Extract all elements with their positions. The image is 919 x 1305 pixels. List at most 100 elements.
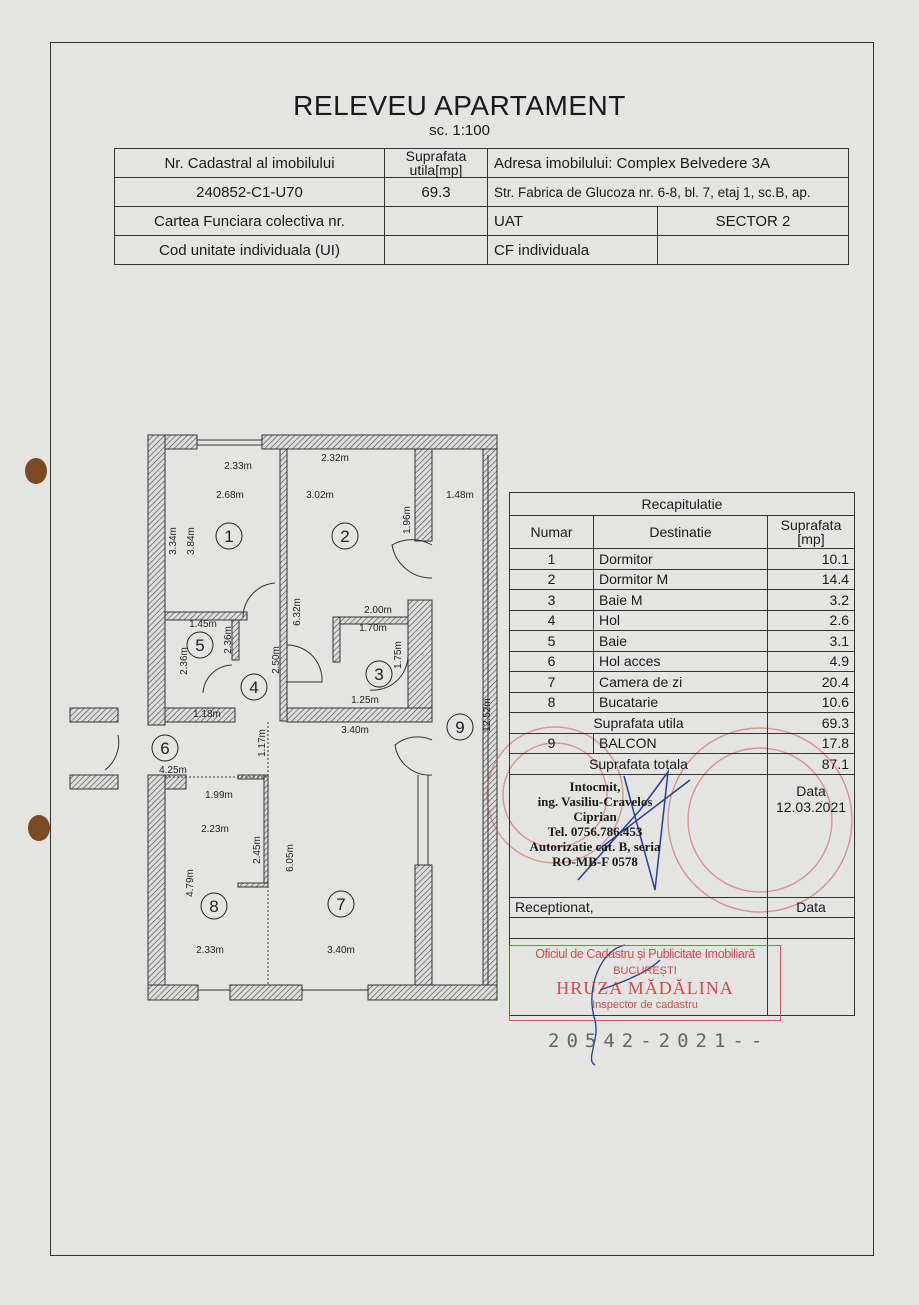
dimension-label: 1.17m [257, 729, 268, 757]
author-phone: Tel. 0756.786.453 [547, 823, 643, 839]
document-title: RELEVEU APARTAMENT [293, 90, 626, 121]
page-border [50, 42, 874, 1256]
room-circle [365, 660, 393, 688]
author-name: ing. Vasiliu-Cravelos [537, 793, 653, 809]
dimension-label: 2.36m [179, 647, 190, 675]
date-value: 12.03.2021 [775, 798, 847, 815]
dimension-label: 2.33m [196, 945, 224, 956]
dimension-label: 2.45m [252, 836, 263, 864]
cadastral-number: 240852-C1-U70 [114, 177, 385, 207]
balcony-destination: BALCON [593, 732, 768, 754]
ocpi-inspector-name: HRUZA MĂDĂLINA [556, 978, 734, 998]
author-name: Ciprian [573, 808, 617, 824]
ui-code-label: Cod unitate individuala (UI) [114, 235, 385, 265]
cf-collective-label: Cartea Funciara colectiva nr. [114, 206, 385, 236]
room-circle [446, 713, 474, 741]
cf-individual-value [657, 235, 849, 265]
room-circle [186, 631, 214, 659]
col-number: Numar [509, 515, 594, 549]
dimension-label: 1.75m [393, 641, 404, 669]
dimension-label: 1.45m [189, 619, 217, 630]
room-number: 8 [509, 691, 594, 713]
room-area: 20.4 [767, 671, 855, 693]
date-label: Data [796, 782, 826, 799]
dimension-label: 6.32m [292, 598, 303, 626]
received-date-label: Data [767, 896, 855, 918]
room-number-label: 8 [209, 897, 218, 916]
room-number-label: 7 [336, 895, 345, 914]
address-label: Adresa imobilului: Complex Belvedere 3A [487, 148, 849, 178]
dimension-label: 2.68m [216, 490, 244, 501]
dimension-label: 1.96m [402, 506, 413, 534]
received-label: Receptionat, [509, 896, 768, 918]
room-number: 1 [509, 548, 594, 570]
author-block: Intocmit, ing. Vasiliu-Cravelos Ciprian … [509, 773, 768, 898]
ocpi-city: BUCUREȘTI [613, 965, 677, 977]
author-authorization: Autorizatie cat. B, seria [529, 838, 661, 854]
author-authorization: RO-MB-F 0578 [552, 853, 638, 869]
room-destination: Bucatarie [593, 691, 768, 713]
col-surface: Suprafata [mp] [767, 515, 855, 549]
dimension-label: 2.23m [201, 824, 229, 835]
ocpi-stamp: Oficiul de Cadastru și Publicitate Imobi… [509, 945, 781, 1021]
dimension-label: 2.00m [364, 605, 392, 616]
useful-label: Suprafata utila [509, 712, 768, 734]
surface-value: 69.3 [384, 177, 488, 207]
dimension-label: 3.84m [186, 527, 197, 555]
room-circle [331, 522, 359, 550]
room-area: 3.2 [767, 589, 855, 611]
ocpi-inspector-role: Inspector de cadastru [592, 999, 698, 1011]
dimension-label: 4.79m [185, 869, 196, 897]
scale-label: sc. 1:100 [429, 122, 490, 139]
registration-number: 20542-2021-- [548, 1030, 770, 1052]
room-area: 14.4 [767, 568, 855, 590]
dimension-label: 4.25m [159, 765, 187, 776]
dimension-label: 1.70m [359, 623, 387, 634]
dimension-label: 1.18m [193, 709, 221, 720]
room-number-label: 6 [160, 739, 169, 758]
doors-windows [104, 439, 489, 991]
total-label: Suprafata totala [509, 753, 768, 775]
recap-title: Recapitulatie [509, 492, 855, 516]
uat-label: UAT [487, 206, 658, 236]
dimension-label: 3.40m [327, 945, 355, 956]
dimension-label: 1.25m [351, 695, 379, 706]
dimension-label: 3.34m [168, 527, 179, 555]
room-number: 6 [509, 650, 594, 672]
balcony-area: 17.8 [767, 732, 855, 754]
room-number: 5 [509, 630, 594, 652]
room-destination: Baie M [593, 589, 768, 611]
author-line: Intocmit, [569, 778, 621, 794]
dimension-label: 3.02m [306, 490, 334, 501]
recap-table: Recapitulatie Numar Destinatie Suprafata… [509, 492, 855, 1016]
punch-hole [28, 815, 50, 841]
dimension-label: 1.99m [205, 790, 233, 801]
room-number: 4 [509, 609, 594, 631]
property-info-table: Nr. Cadastral al imobilului Suprafata ut… [114, 148, 849, 265]
cf-individual-label: CF individuala [487, 235, 658, 265]
balcony-number: 9 [509, 732, 594, 754]
col-destination: Destinatie [593, 515, 768, 549]
room-number-label: 1 [224, 527, 233, 546]
date-cell: Data 12.03.2021 [767, 773, 855, 898]
dimension-label: 2.50m [271, 646, 282, 674]
room-destination: Camera de zi [593, 671, 768, 693]
ocpi-office: Oficiul de Cadastru și Publicitate Imobi… [535, 947, 755, 961]
room-number-label: 5 [195, 636, 204, 655]
room-circle [215, 522, 243, 550]
dimension-label: 6.05m [285, 844, 296, 872]
room-area: 4.9 [767, 650, 855, 672]
walls [69, 434, 498, 1001]
surface-label: Suprafata utila[mp] [384, 148, 488, 178]
room-area: 10.6 [767, 691, 855, 713]
total-value: 87.1 [767, 753, 855, 775]
room-destination: Hol acces [593, 650, 768, 672]
room-circle [240, 673, 268, 701]
